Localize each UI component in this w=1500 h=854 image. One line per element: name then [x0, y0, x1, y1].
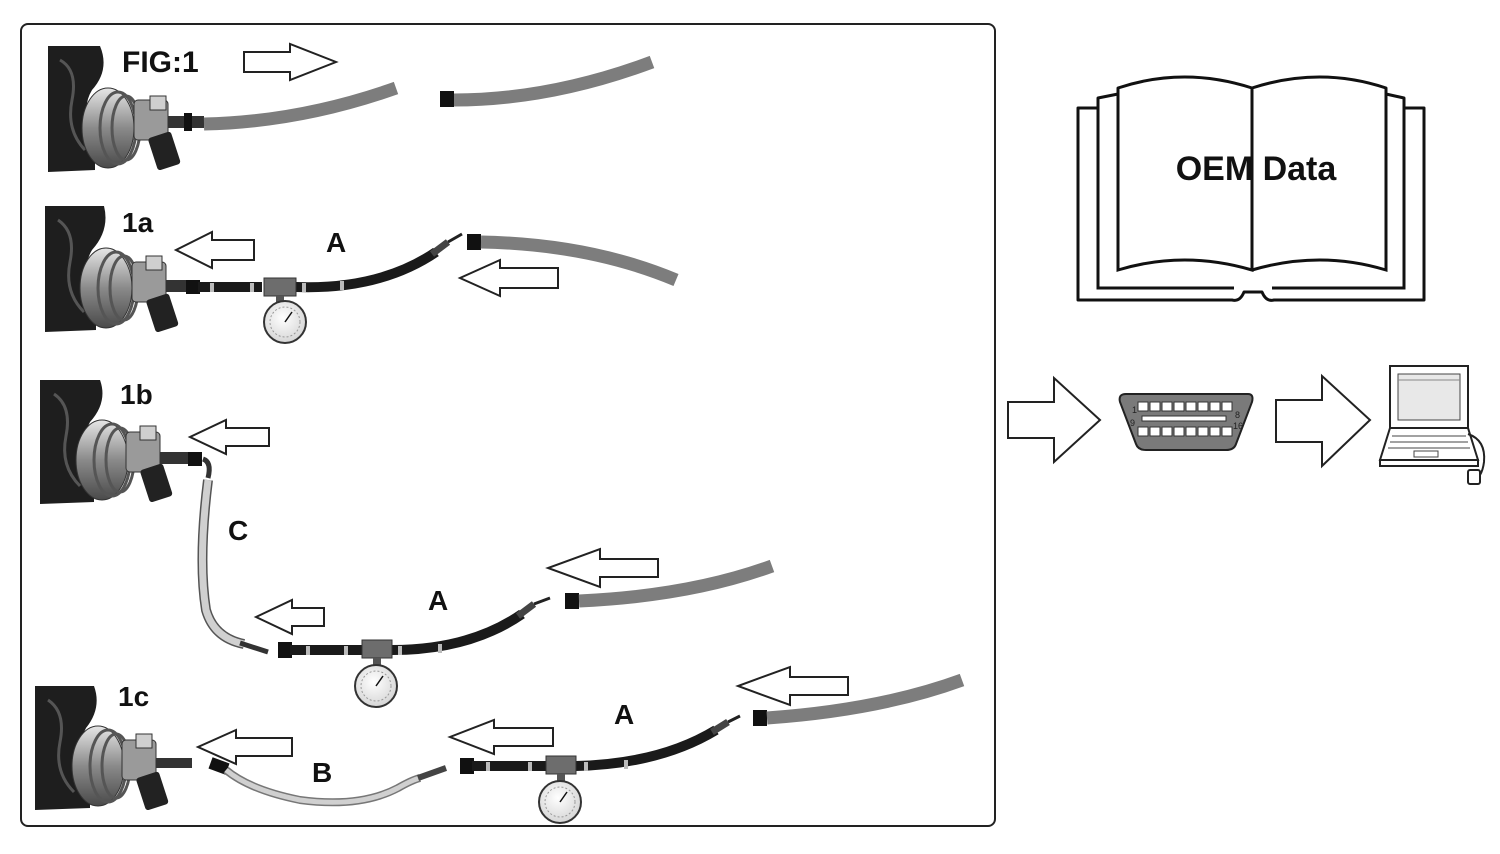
arrow-left-icon: [187, 418, 270, 456]
fuel-regulator: [79, 247, 188, 333]
arrow-left-icon: [195, 728, 293, 766]
oem-data-title: OEM Data: [1176, 150, 1338, 188]
panel-label-1a: 1a: [122, 207, 154, 238]
figure-frame: [20, 23, 996, 827]
fuel-regulator: [81, 87, 204, 171]
adapter-hose-c: [188, 452, 269, 655]
fuel-line: [766, 673, 965, 725]
panel-label-fig1: FIG:1: [122, 46, 199, 79]
hose-label-a: A: [614, 699, 634, 730]
panel-1a: 1a A: [45, 206, 679, 344]
panel-fig1: FIG:1: [48, 42, 655, 172]
pressure-tester-hose-a: [278, 596, 551, 708]
fuel-line-connector: [440, 91, 454, 107]
arrow-left-icon: [173, 230, 255, 270]
obd2-connector-icon: [1118, 393, 1254, 451]
fuel-regulator: [75, 419, 188, 503]
fuel-rail-assembly: [45, 206, 188, 333]
panel-label-1c: 1c: [118, 681, 149, 712]
panel-label-1b: 1b: [120, 379, 153, 410]
pressure-gauge: [354, 664, 398, 708]
fuel-rail-assembly: [40, 380, 188, 504]
pressure-tester-hose-a: [186, 232, 463, 344]
arrow-left-icon: [253, 598, 325, 636]
arrow-left-icon: [457, 258, 559, 298]
pressure-gauge: [263, 300, 307, 344]
obd-pin-label: 1: [1132, 405, 1137, 415]
panel-1b: 1b C A: [40, 379, 775, 708]
fuel-regulator: [71, 725, 192, 811]
fuel-rail-assembly: [48, 46, 204, 172]
arrow-right-icon: [1007, 375, 1102, 465]
fuel-line-connector: [467, 234, 481, 250]
fuel-line-stub: [203, 81, 399, 131]
hose-label-c: C: [228, 515, 248, 546]
hose-label-b: B: [312, 757, 332, 788]
adapter-hose-b: [208, 757, 448, 807]
arrow-right-icon: [243, 42, 339, 82]
fuel-line: [578, 559, 775, 608]
arrow-right-icon: [1275, 373, 1372, 469]
fuel-line-connector: [753, 710, 767, 726]
hose-label-a: A: [326, 227, 346, 258]
obd-pin-label: 16: [1233, 421, 1243, 431]
hose-label-a: A: [428, 585, 448, 616]
arrow-left-icon: [545, 547, 659, 589]
fuel-line-connector: [565, 593, 579, 609]
fuel-rail-assembly: [35, 686, 192, 811]
oem-data-book-icon: [1076, 75, 1426, 302]
obd-pin-label: 8: [1235, 410, 1240, 420]
pressure-gauge: [538, 780, 582, 824]
laptop-icon: [1378, 365, 1486, 485]
obd-pin-label: 9: [1130, 418, 1135, 428]
fuel-line: [480, 235, 679, 286]
arrow-left-icon: [735, 665, 849, 707]
pressure-tester-hose-a: [460, 714, 741, 824]
panel-1c: 1c B A: [35, 665, 965, 824]
arrow-left-icon: [447, 718, 554, 756]
fuel-line-detached: [453, 55, 655, 107]
